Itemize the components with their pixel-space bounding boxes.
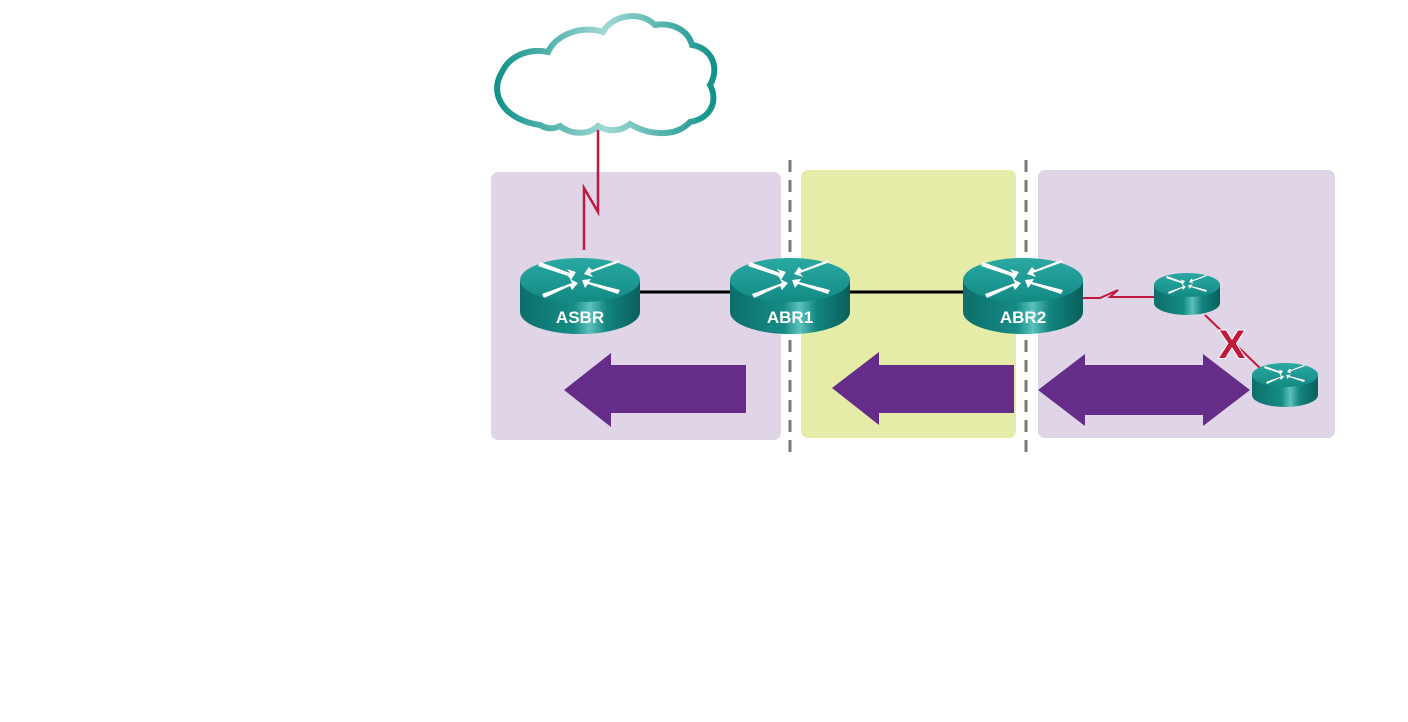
router-abr1[interactable]: ABR1 <box>730 258 850 334</box>
link-failure-x-icon: X <box>1219 323 1246 367</box>
arrow-left-area <box>564 353 746 427</box>
arrow-middle-area <box>832 352 1014 425</box>
arrow-right-area <box>1038 354 1250 426</box>
router-upper[interactable] <box>1154 273 1220 315</box>
failed-link <box>1204 314 1263 371</box>
serial-link-cloud-asbr <box>582 130 600 250</box>
serial-link-abr2-router <box>1082 289 1155 299</box>
router-asbr[interactable]: ASBR <box>520 258 640 334</box>
router-label: ASBR <box>556 308 604 327</box>
router-lower[interactable] <box>1252 363 1318 407</box>
internet-cloud-icon <box>494 13 718 137</box>
router-label: ABR1 <box>767 308 813 327</box>
router-abr2[interactable]: ABR2 <box>963 258 1083 334</box>
router-label: ABR2 <box>1000 308 1046 327</box>
